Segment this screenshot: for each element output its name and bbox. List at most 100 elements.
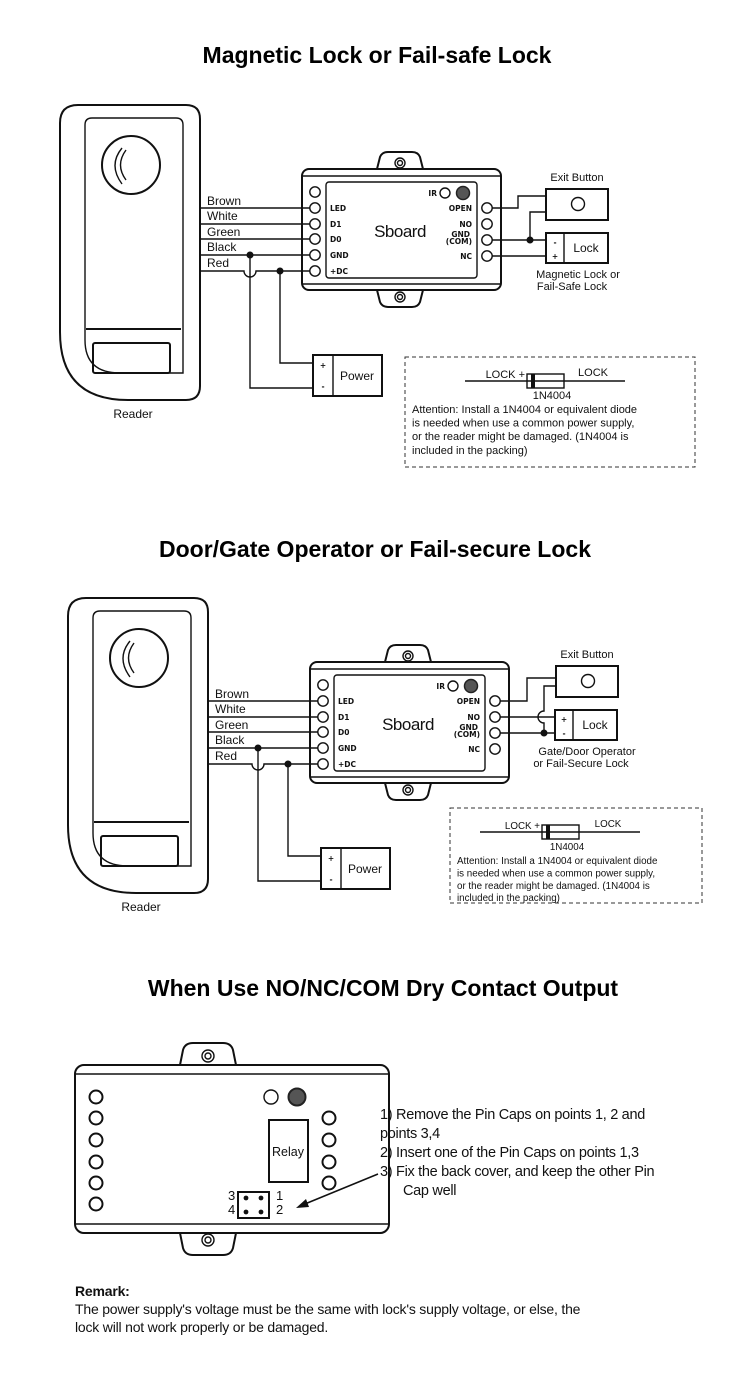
jumper-pin [243,1195,249,1201]
wire-red [208,763,318,771]
remark-text: lock will not work properly or be damage… [75,1319,328,1335]
lock-caption: or Fail-Secure Lock [533,758,629,770]
diode-band-icon [531,374,535,388]
mounting-hole-top-inner [404,652,412,660]
terminal-right [321,1110,337,1126]
pin-label: 4 [228,1202,235,1217]
ir-sensor-icon [263,1089,279,1105]
remark-text: The power supply's voltage must be the s… [75,1301,581,1317]
output-wire [500,677,556,702]
ir-sensor-icon [439,187,451,199]
pointer-arrow [299,1173,379,1207]
power-plus-sign: + [328,854,334,863]
terminal-label: NC [468,745,480,754]
terminal-label: GND [338,744,357,753]
terminal-label: NC [460,252,472,261]
power-minus-sign: - [329,875,332,884]
title-fail-safe: Magnetic Lock or Fail-safe Lock [203,42,552,68]
terminal-label: NO [467,713,480,722]
terminal-left [317,695,329,707]
terminal-label: LED [338,697,354,706]
status-led-icon [287,1087,307,1107]
jumper-block [237,1191,270,1219]
attention-text: is needed when use a common power supply… [457,868,655,879]
attention-text: or the reader might be damaged. (1N4004 … [457,881,650,892]
wire-to-power-minus [257,748,321,882]
mounting-hole-bottom [201,1233,215,1247]
lock-top-sign: + [561,715,567,724]
relay [268,1119,309,1183]
mounting-hole-bottom [394,291,406,303]
wire-label-red: Red [207,256,229,270]
lock-caption: Fail-Safe Lock [537,281,608,293]
diode-note-box [449,807,703,904]
terminal-right [489,727,501,739]
terminal-label: D0 [330,235,341,244]
terminal-label: +DC [338,760,357,769]
attention-text: or the reader might be damaged. (1N4004 … [412,431,629,443]
sboard-panel [325,181,478,279]
terminal-label: NO [459,220,472,229]
mounting-hole-top [394,157,406,169]
reader-label: Reader [121,900,160,914]
terminal-left [317,726,329,738]
terminal-left [317,711,329,723]
terminal-label: GND [451,230,470,239]
terminal-label: +DC [330,267,349,276]
terminal-label: D0 [338,728,349,737]
exit-button-label: Exit Button [550,172,603,184]
ir-sensor-icon [447,680,459,692]
terminal-left [88,1089,104,1105]
terminal-left [317,742,329,754]
wire-label-1: White [207,209,238,223]
diode-left-label: LOCK + [486,369,525,381]
terminal-left [309,265,321,277]
terminal-left [317,679,329,691]
ir-label: IR [428,189,437,198]
terminal-right [481,202,493,214]
exit-button [545,188,609,221]
terminal-label: GND [330,251,349,260]
title-dry-contact: When Use NO/NC/COM Dry Contact Output [148,975,619,1001]
attention-text: included in the packing) [457,893,560,904]
wire-label-2: Green [215,718,248,732]
pin-label: 3 [228,1188,235,1203]
instruction-step: 3) Fix the back cover, and keep the othe… [380,1164,654,1180]
diode-note-box [404,356,696,468]
terminal-right [489,711,501,723]
reader-body [67,597,209,894]
sboard-housing [309,661,510,784]
terminal-right [489,743,501,755]
terminal-left [88,1110,104,1126]
wire-label-3: Black [207,240,237,254]
jumper-pin [243,1209,249,1215]
terminal-label: D1 [330,220,341,229]
terminal-label: LED [330,204,346,213]
mounting-hole-top [201,1049,215,1063]
terminal-label: OPEN [449,204,472,213]
terminal-label: (COM) [454,730,480,739]
terminal-label: (COM) [446,237,472,246]
terminal-left [309,249,321,261]
power-minus-sign: - [321,382,324,391]
terminal-right [481,218,493,230]
terminal-left [309,186,321,198]
diode-right-label: LOCK [595,819,622,830]
reader-led-ring [101,135,161,195]
pin-label: 1 [276,1188,283,1203]
mounting-hole-bottom [402,784,414,796]
output-wire [537,685,556,733]
exit-button-label: Exit Button [560,649,613,661]
reader-keypad-window [92,342,171,374]
exit-button-icon [580,673,596,689]
reader-led-arc [114,147,123,185]
wire-label-1: White [215,702,246,716]
reader-body [59,104,201,401]
terminal-left [88,1196,104,1212]
jumper-pin [258,1195,264,1201]
terminal-right [321,1132,337,1148]
status-led-icon [463,678,479,694]
wire-label-3: Black [215,733,245,747]
lock-caption: Gate/Door Operator [538,746,636,758]
